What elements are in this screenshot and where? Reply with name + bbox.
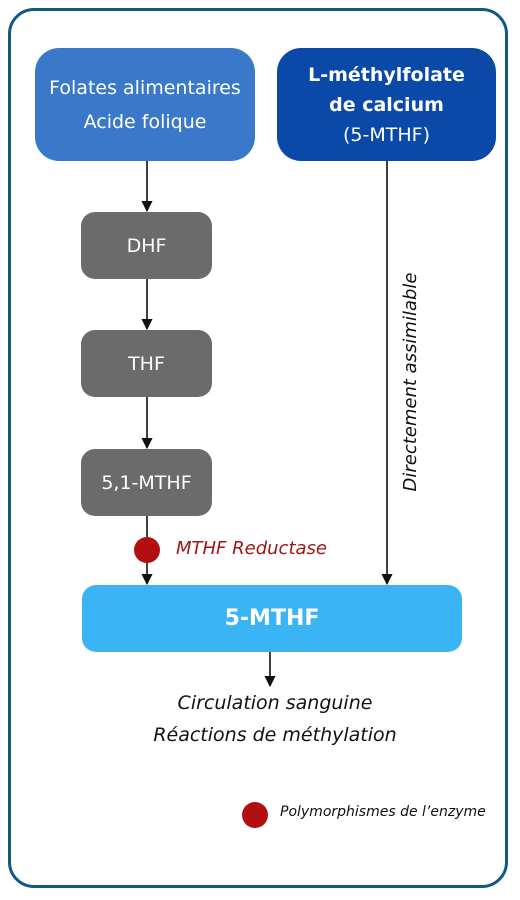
legend-dot [242,802,268,828]
calcium-methylfolate-box: L-méthylfolate de calcium (5-MTHF) [277,48,496,161]
outcome-methylation: Réactions de méthylation [153,724,397,746]
enzyme-label: MTHF Reductase [176,538,327,559]
enzyme-polymorphism-dot [134,537,160,563]
calcium-line-3: (5-MTHF) [343,123,430,146]
legend-label: Polymorphismes de l’enzyme [280,804,486,820]
calcium-line-2: de calcium [329,93,444,116]
step-dhf: DHF [81,212,212,279]
dietary-folates-box: Folates alimentaires Acide folique [35,48,255,161]
step-51-mthf: 5,1-MTHF [81,449,212,516]
diagram-frame [8,8,508,888]
step-thf: THF [81,330,212,397]
target-5mthf-box: 5-MTHF [82,585,462,652]
dietary-line-1: Folates alimentaires [49,76,241,99]
direct-assimilation-label: Directement assimilable [400,272,421,492]
outcome-blood-circulation: Circulation sanguine [177,692,373,714]
dietary-line-2: Acide folique [83,110,207,133]
calcium-line-1: L-méthylfolate [308,63,465,86]
